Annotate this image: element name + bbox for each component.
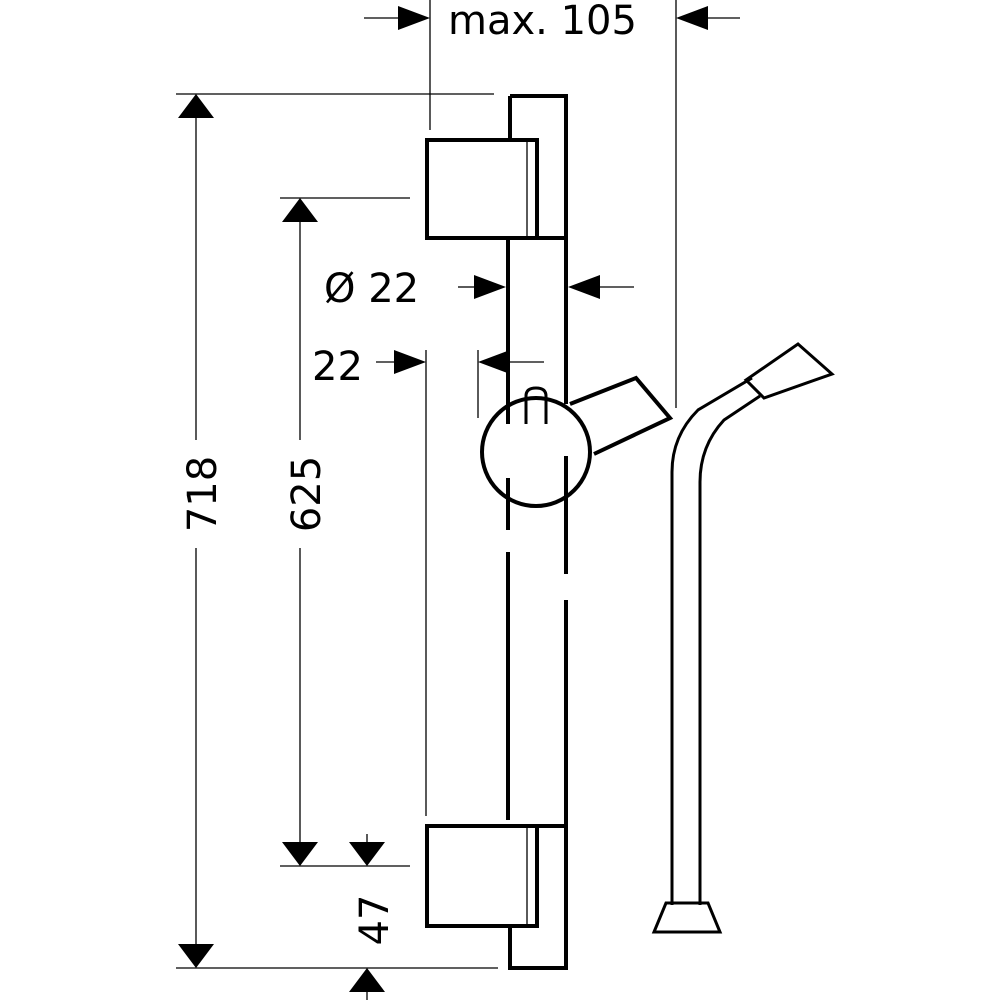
- arrow-right: [474, 275, 506, 299]
- rail-top-cap: [508, 94, 568, 238]
- arrow-left: [676, 6, 708, 30]
- label-718: 718: [180, 456, 226, 532]
- dimension-718: 718: [176, 93, 498, 969]
- rail-bottom-cap: [508, 826, 568, 970]
- dimension-625: 625: [280, 197, 410, 867]
- label-max-105: max. 105: [448, 0, 637, 44]
- shower-hose: [651, 342, 835, 934]
- shower-head-connector: [743, 342, 835, 400]
- hose-inner-line: [698, 394, 761, 905]
- dimension-offset-22: 22: [312, 344, 544, 816]
- arrow-up: [349, 968, 385, 992]
- top-wall-bracket: [425, 138, 539, 240]
- hose-outer-line: [670, 376, 753, 905]
- dimension-max-105: max. 105: [364, 0, 740, 408]
- label-diameter-22: Ø 22: [324, 266, 419, 312]
- arrow-left: [478, 350, 510, 374]
- slider-assembly: [480, 375, 674, 508]
- rail-body-lower: [506, 456, 568, 826]
- bottom-wall-bracket: [425, 824, 539, 928]
- label-offset-22: 22: [312, 344, 363, 390]
- label-625: 625: [284, 456, 330, 532]
- adjust-pin: [524, 386, 548, 424]
- arrow-down: [349, 842, 385, 866]
- arrow-up: [178, 94, 214, 118]
- shower-rail: [425, 94, 568, 970]
- arrow-right: [394, 350, 426, 374]
- arrow-up: [282, 198, 318, 222]
- arrow-down: [178, 944, 214, 968]
- shower-holder: [569, 375, 674, 456]
- slider-knob: [480, 396, 592, 508]
- rail-body-upper: [506, 236, 568, 424]
- hose-end-cone: [651, 901, 723, 934]
- arrow-left: [568, 275, 600, 299]
- arrow-down: [282, 842, 318, 866]
- dimension-diameter-22: Ø 22: [324, 266, 634, 312]
- label-47: 47: [352, 895, 398, 946]
- dimension-47: 47: [349, 834, 398, 1000]
- arrow-right: [398, 6, 430, 30]
